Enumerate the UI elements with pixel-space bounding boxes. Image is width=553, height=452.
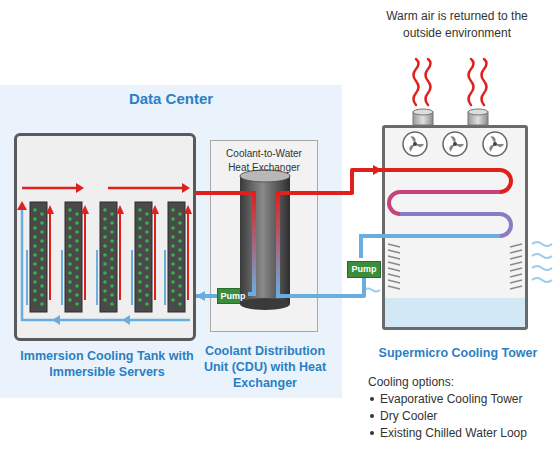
pump-box: Pump	[217, 288, 249, 304]
louvers	[388, 244, 522, 289]
pipe-line	[196, 191, 210, 195]
label-text: Cooling options:	[368, 375, 454, 389]
heat-exchanger	[210, 170, 318, 310]
pipe-connector	[196, 291, 217, 301]
node-text: Coolant-to-Water Heat Exchanger	[211, 141, 317, 175]
option-line: Existing Chilled Water Loop	[368, 425, 527, 442]
pump-label: Pump	[218, 289, 248, 303]
label-text: Dry Cooler	[380, 409, 437, 423]
bullet-dot	[370, 414, 374, 418]
pipe-connector	[318, 278, 364, 296]
option-line: Dry Cooler	[368, 408, 437, 425]
pipe-connector	[318, 165, 382, 193]
option-line: Evaporative Cooling Tower	[368, 391, 523, 408]
node-text: Data Center	[0, 85, 342, 107]
pump-box: Pump	[347, 261, 381, 278]
node-text: Immersion Cooling Tank with Immersible S…	[11, 348, 203, 380]
water-basin	[385, 298, 525, 327]
pipe-connector	[196, 193, 210, 194]
tank-flow	[17, 183, 190, 325]
option-line: Cooling options:	[368, 374, 454, 391]
pump-label: Pump	[348, 262, 380, 276]
bullet-dot	[370, 397, 374, 401]
server-racks	[27, 202, 192, 312]
arrowhead	[373, 165, 382, 175]
bullet-dot	[370, 431, 374, 435]
label-text: Warm air is returned to the outside envi…	[386, 9, 528, 40]
label-text: Evaporative Cooling Tower	[380, 392, 523, 406]
heat-waves	[414, 59, 487, 105]
label-text: Existing Chilled Water Loop	[380, 426, 527, 440]
tower-coil	[361, 170, 511, 258]
air-waves	[364, 242, 552, 292]
note-text: Warm air is returned to the outside envi…	[368, 8, 546, 42]
pipe-line	[318, 278, 364, 296]
tower-chimneys	[413, 109, 488, 125]
arrowhead	[196, 291, 205, 301]
node-text: Coolant Distribution Unit (CDU) with Hea…	[197, 343, 333, 391]
node-text: Supermicro Cooling Tower	[373, 345, 543, 361]
pipe-line	[318, 170, 382, 193]
fans	[403, 132, 507, 156]
